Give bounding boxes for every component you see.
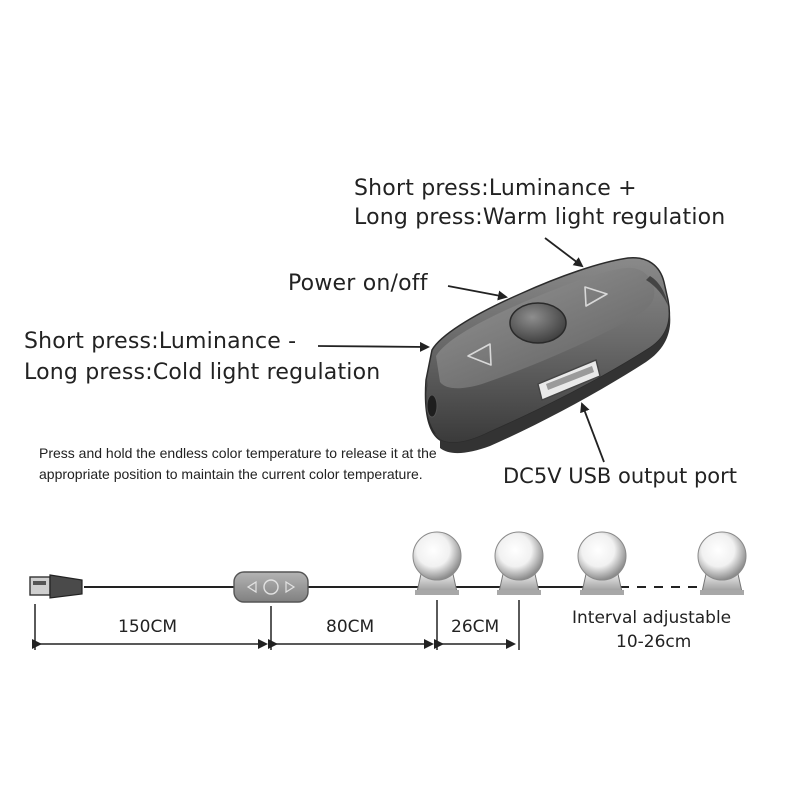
controller-large xyxy=(424,257,671,454)
mini-switch xyxy=(233,571,309,603)
bulb xyxy=(412,531,462,595)
label-power: Power on/off xyxy=(288,271,428,296)
label-26cm: 26CM xyxy=(451,617,500,637)
dimension-lines xyxy=(32,600,520,650)
label-up-long-press: Long press:Warm light regulation xyxy=(354,205,726,230)
right-cap xyxy=(646,276,668,306)
label-interval-title: Interval adjustable xyxy=(572,608,732,628)
label-up-short-press: Short press:Luminance + xyxy=(354,176,637,201)
power-button[interactable] xyxy=(509,302,567,344)
label-down-short-press: Short press:Luminance - xyxy=(24,329,297,354)
left-triangle-icon[interactable] xyxy=(467,343,492,366)
arrow-down-button xyxy=(317,341,430,352)
usb-port xyxy=(537,359,601,401)
usb-plug-icon xyxy=(29,574,83,599)
mini-left-triangle-icon xyxy=(246,580,257,594)
right-triangle-icon[interactable] xyxy=(584,286,608,307)
instruction-note: Press and hold the endless color tempera… xyxy=(39,445,437,482)
mini-right-triangle-icon xyxy=(285,580,296,594)
bulb xyxy=(697,531,747,595)
bulb xyxy=(577,531,627,595)
label-80cm: 80CM xyxy=(326,617,375,637)
label-usb-port: DC5V USB output port xyxy=(503,464,738,488)
controller-end-cap xyxy=(426,380,436,434)
label-interval-range: 10-26cm xyxy=(616,632,692,652)
arrow-up-button xyxy=(544,237,584,268)
end-cap-socket xyxy=(426,394,438,418)
callout-arrows xyxy=(317,237,605,463)
label-150cm: 150CM xyxy=(118,617,177,637)
arrow-usb-port xyxy=(580,402,605,463)
bulb xyxy=(494,531,544,595)
arrow-power xyxy=(447,285,508,301)
mini-power-button xyxy=(263,579,279,595)
label-down-long-press: Long press:Cold light regulation xyxy=(24,360,381,385)
